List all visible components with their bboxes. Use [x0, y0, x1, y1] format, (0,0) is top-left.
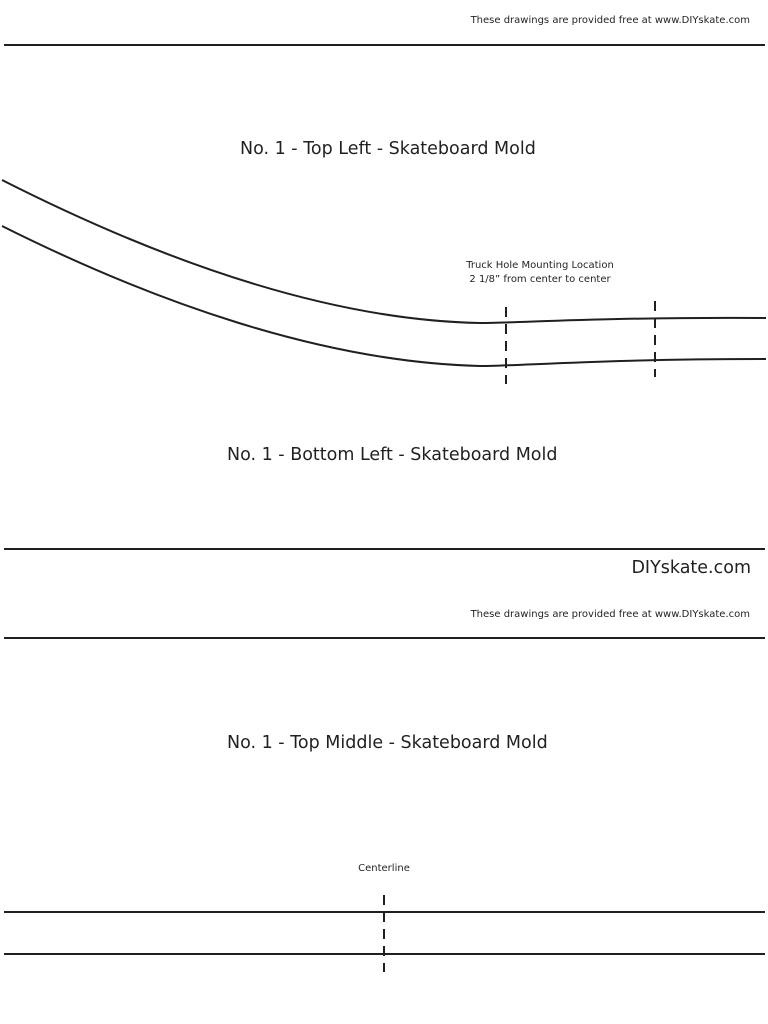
sheet1-top-title: No. 1 - Top Left - Skateboard Mold [240, 139, 536, 159]
truck-note-line2: 2 1/8” from center to center [469, 274, 611, 285]
sheet1-credit-text: These drawings are provided free at www.… [470, 15, 750, 26]
brand-text: DIYskate.com [631, 558, 751, 578]
centerline-label: Centerline [358, 863, 410, 874]
bottom-mold-profile-curve [1, 225, 767, 368]
sheet2-credit-text: These drawings are provided free at www.… [470, 609, 750, 620]
top-mold-profile-curve [1, 179, 767, 325]
sheet2-top-title: No. 1 - Top Middle - Skateboard Mold [227, 733, 548, 753]
truck-note-line1: Truck Hole Mounting Location [466, 260, 614, 271]
sheet1-bottom-title: No. 1 - Bottom Left - Skateboard Mold [227, 445, 558, 465]
